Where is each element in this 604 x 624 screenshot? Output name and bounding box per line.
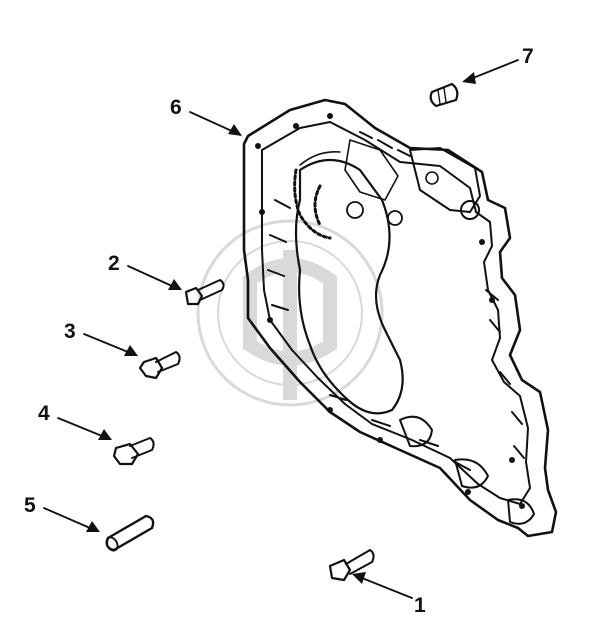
small-flange-bolt-part <box>184 279 225 306</box>
callout-4: 4 <box>38 402 50 425</box>
callout-2: 2 <box>108 252 120 275</box>
plug-part <box>429 82 459 108</box>
dowel-pin-part <box>105 514 155 552</box>
gear-housing <box>242 98 558 538</box>
watermark-logo <box>196 219 384 407</box>
callout-6: 6 <box>170 96 182 119</box>
leader-arrows <box>43 59 519 599</box>
callout-1: 1 <box>414 594 426 617</box>
flange-bolt-part-4 <box>112 437 155 466</box>
callout-labels: 7 6 2 3 4 5 1 <box>24 45 534 617</box>
callout-7: 7 <box>522 45 534 68</box>
flange-bolt-part-3 <box>138 351 181 380</box>
callout-5: 5 <box>24 494 36 517</box>
flange-bolt-part-1 <box>328 549 375 582</box>
callout-3: 3 <box>64 320 76 343</box>
